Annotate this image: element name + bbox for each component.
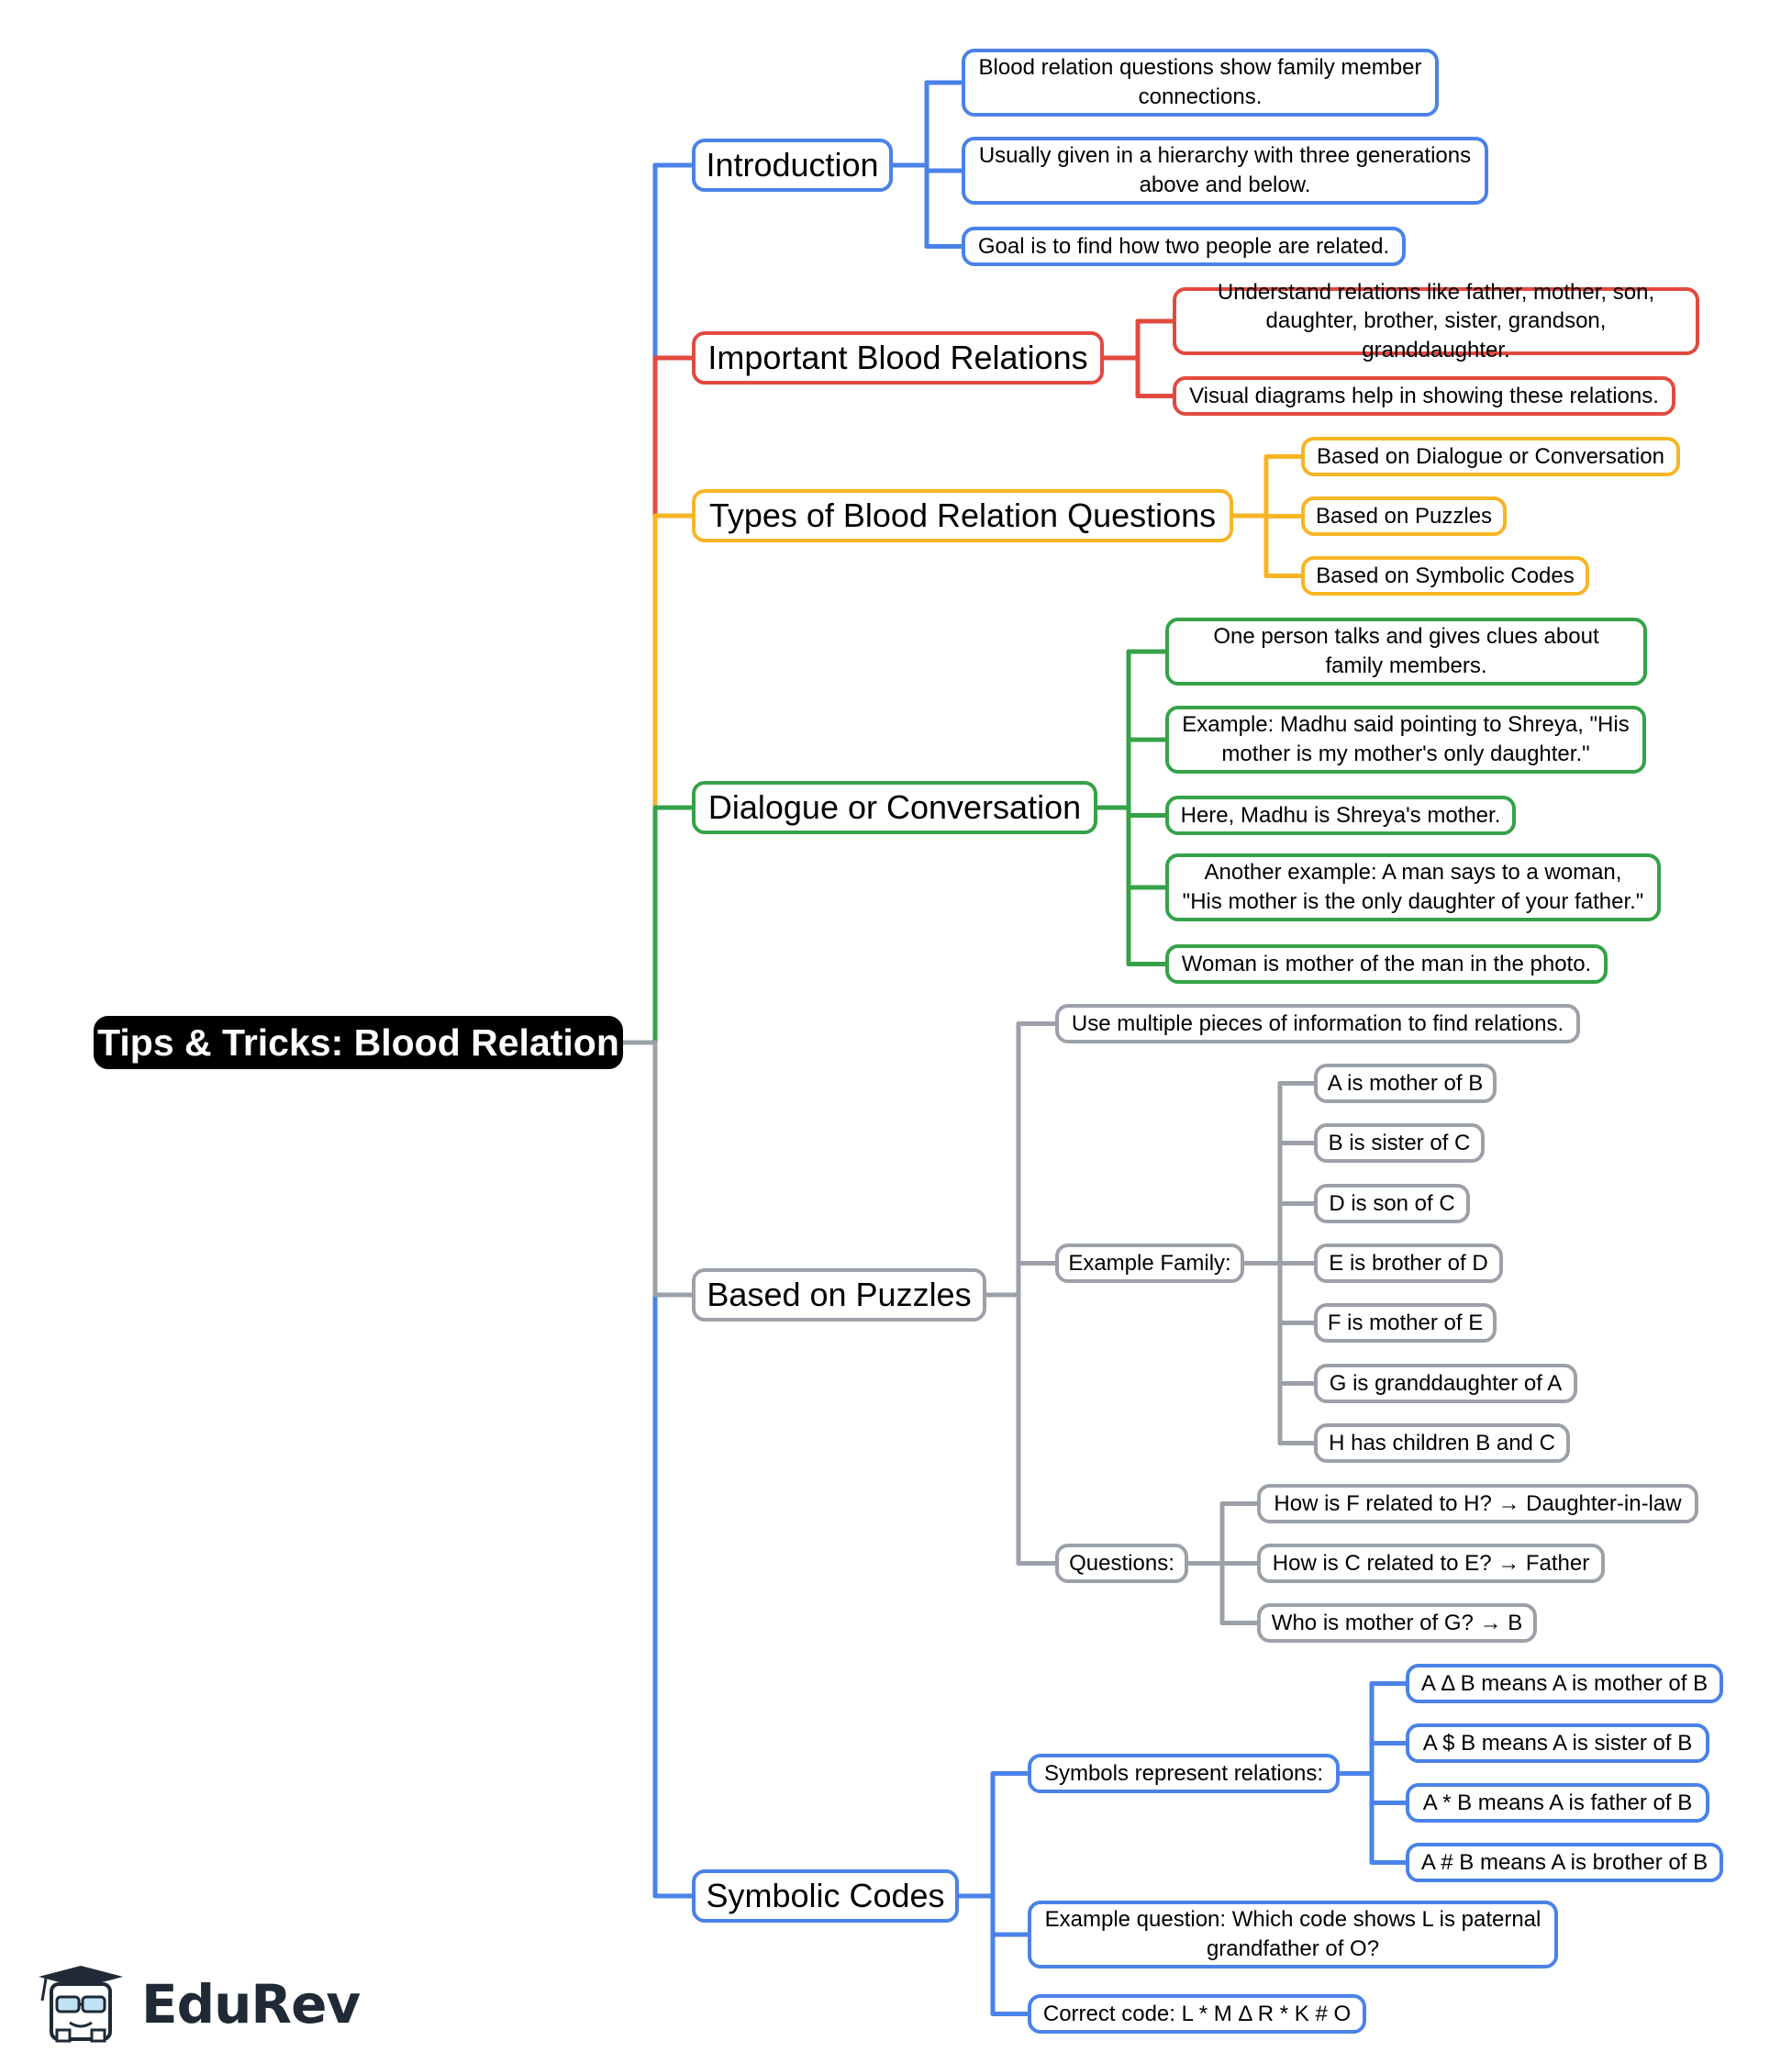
node-example-madhu-said-pointing-to-shreya-hi: Example: Madhu said pointing to Shreya, … (1165, 706, 1646, 774)
node-symbols-represent-relations-label: Symbols represent relations: (1043, 1760, 1324, 1786)
branch-important-blood-relations: Important Blood Relations (692, 331, 1104, 385)
root-node-title: Tips & Tricks: Blood Relation (94, 1016, 623, 1069)
leaf-a-b-means-a-is-father-of-b-label: A * B means A is father of B (1422, 1790, 1693, 1815)
branch-dialogue-or-conversation: Dialogue or Conversation (692, 781, 1097, 834)
node-example-family: Example Family: (1055, 1243, 1244, 1283)
branch-based-on-puzzles: Based on Puzzles (692, 1268, 986, 1322)
node-based-on-puzzles: Based on Puzzles (1301, 496, 1507, 536)
node-here-madhu-is-shreya-s-mother-label: Here, Madhu is Shreya's mother. (1180, 802, 1501, 828)
node-another-example-a-man-says-to-a-woman-hi: Another example: A man says to a woman, … (1165, 853, 1661, 921)
leaf-f-is-mother-of-e: F is mother of E (1314, 1303, 1497, 1343)
node-based-on-dialogue-or-conversation: Based on Dialogue or Conversation (1301, 437, 1680, 476)
leaf-who-is-mother-of-g-b-label: Who is mother of G? → B (1271, 1610, 1523, 1635)
leaf-e-is-brother-of-d-label: E is brother of D (1329, 1250, 1488, 1276)
leaf-h-has-children-b-and-c: H has children B and C (1314, 1423, 1570, 1463)
edurev-logo: EduRev (33, 1964, 361, 2045)
node-woman-is-mother-of-the-man-in-the-photo: Woman is mother of the man in the photo. (1165, 944, 1608, 984)
leaf-a-b-means-a-is-mother-of-b: A Δ B means A is mother of B (1406, 1664, 1723, 1703)
branch-introduction-label: Introduction (706, 146, 879, 184)
node-use-multiple-pieces-of-information-to-fi-label: Use multiple pieces of information to fi… (1071, 1010, 1564, 1036)
leaf-b-is-sister-of-c-label: B is sister of C (1328, 1130, 1471, 1155)
node-one-person-talks-and-gives-clues-about-f: One person talks and gives clues about f… (1165, 618, 1647, 686)
node-example-family-label: Example Family: (1068, 1250, 1231, 1276)
node-usually-given-in-a-hierarchy-with-three--label: Usually given in a hierarchy with three … (978, 143, 1472, 197)
branch-types-of-blood-relation-questions-label: Types of Blood Relation Questions (708, 496, 1217, 535)
node-correct-code-l-m-r-k-o: Correct code: L * M Δ R * K # O (1028, 1994, 1366, 2034)
leaf-who-is-mother-of-g-b: Who is mother of G? → B (1257, 1603, 1537, 1643)
leaf-b-is-sister-of-c: B is sister of C (1314, 1123, 1485, 1163)
leaf-a-b-means-a-is-brother-of-b-label: A # B means A is brother of B (1420, 1849, 1709, 1875)
branch-introduction: Introduction (692, 139, 893, 192)
branch-symbolic-codes: Symbolic Codes (692, 1869, 959, 1923)
leaf-g-is-granddaughter-of-a-label: G is granddaughter of A (1329, 1370, 1563, 1396)
node-example-madhu-said-pointing-to-shreya-hi-label: Example: Madhu said pointing to Shreya, … (1182, 712, 1630, 766)
leaf-how-is-c-related-to-e-father: How is C related to E? → Father (1257, 1544, 1605, 1583)
leaf-how-is-f-related-to-h-daughter-in-law-label: How is F related to H? → Daughter-in-law (1274, 1490, 1682, 1516)
leaf-g-is-granddaughter-of-a: G is granddaughter of A (1314, 1364, 1577, 1403)
node-based-on-dialogue-or-conversation-label: Based on Dialogue or Conversation (1317, 443, 1664, 469)
node-questions: Questions: (1055, 1544, 1188, 1583)
leaf-a-b-means-a-is-mother-of-b-label: A Δ B means A is mother of B (1420, 1670, 1709, 1696)
leaf-a-b-means-a-is-sister-of-b: A $ B means A is sister of B (1406, 1723, 1709, 1763)
node-example-question-which-code-shows-l-is-p: Example question: Which code shows L is … (1028, 1901, 1558, 1968)
branch-types-of-blood-relation-questions: Types of Blood Relation Questions (692, 489, 1233, 542)
branch-important-blood-relations-label: Important Blood Relations (707, 339, 1088, 377)
node-here-madhu-is-shreya-s-mother: Here, Madhu is Shreya's mother. (1165, 796, 1516, 835)
leaf-a-is-mother-of-b: A is mother of B (1314, 1064, 1497, 1103)
node-goal-is-to-find-how-two-people-are-relat-label: Goal is to find how two people are relat… (977, 233, 1390, 259)
leaf-f-is-mother-of-e-label: F is mother of E (1327, 1310, 1484, 1335)
branch-dialogue-or-conversation-label: Dialogue or Conversation (707, 788, 1082, 827)
node-one-person-talks-and-gives-clues-about-f-label: One person talks and gives clues about f… (1213, 624, 1599, 678)
node-understand-relations-like-father-mother-: Understand relations like father, mother… (1173, 280, 1699, 362)
leaf-h-has-children-b-and-c-label: H has children B and C (1329, 1430, 1555, 1455)
node-understand-relations-like-father-mother--label: Understand relations like father, mother… (1217, 279, 1655, 362)
node-use-multiple-pieces-of-information-to-fi: Use multiple pieces of information to fi… (1055, 1004, 1580, 1043)
node-example-question-which-code-shows-l-is-p-label: Example question: Which code shows L is … (1044, 1907, 1542, 1961)
leaf-how-is-c-related-to-e-father-label: How is C related to E? → Father (1272, 1550, 1590, 1576)
node-goal-is-to-find-how-two-people-are-relat: Goal is to find how two people are relat… (962, 227, 1406, 266)
brand-name: EduRev (141, 1973, 361, 2035)
leaf-a-b-means-a-is-father-of-b: A * B means A is father of B (1406, 1783, 1709, 1823)
node-usually-given-in-a-hierarchy-with-three-: Usually given in a hierarchy with three … (962, 137, 1488, 205)
node-based-on-symbolic-codes: Based on Symbolic Codes (1301, 556, 1589, 596)
node-blood-relation-questions-show-family-mem-label: Blood relation questions show family mem… (978, 55, 1422, 109)
leaf-d-is-son-of-c: D is son of C (1314, 1184, 1470, 1223)
graduation-cap-mascot-icon (39, 1966, 123, 2043)
node-questions-label: Questions: (1069, 1550, 1174, 1576)
leaf-d-is-son-of-c-label: D is son of C (1329, 1190, 1455, 1216)
node-symbols-represent-relations: Symbols represent relations: (1028, 1754, 1340, 1793)
node-woman-is-mother-of-the-man-in-the-photo-label: Woman is mother of the man in the photo. (1181, 951, 1592, 976)
node-another-example-a-man-says-to-a-woman-hi-label: Another example: A man says to a woman, … (1182, 860, 1644, 914)
leaf-a-b-means-a-is-sister-of-b-label: A $ B means A is sister of B (1422, 1730, 1693, 1756)
node-based-on-symbolic-codes-label: Based on Symbolic Codes (1316, 563, 1575, 588)
node-visual-diagrams-help-in-showing-these-re-label: Visual diagrams help in showing these re… (1189, 383, 1659, 408)
branch-symbolic-codes-label: Symbolic Codes (706, 1877, 945, 1915)
node-blood-relation-questions-show-family-mem: Blood relation questions show family mem… (962, 49, 1439, 117)
node-visual-diagrams-help-in-showing-these-re: Visual diagrams help in showing these re… (1173, 376, 1675, 416)
node-based-on-puzzles-label: Based on Puzzles (1315, 503, 1493, 529)
node-correct-code-l-m-r-k-o-label: Correct code: L * M Δ R * K # O (1042, 2001, 1352, 2026)
root-node-title-label: Tips & Tricks: Blood Relation (97, 1020, 619, 1064)
branch-based-on-puzzles-label: Based on Puzzles (707, 1276, 972, 1314)
leaf-a-b-means-a-is-brother-of-b: A # B means A is brother of B (1406, 1843, 1723, 1882)
leaf-how-is-f-related-to-h-daughter-in-law: How is F related to H? → Daughter-in-law (1257, 1484, 1698, 1523)
leaf-a-is-mother-of-b-label: A is mother of B (1327, 1070, 1484, 1096)
leaf-e-is-brother-of-d: E is brother of D (1314, 1243, 1503, 1283)
